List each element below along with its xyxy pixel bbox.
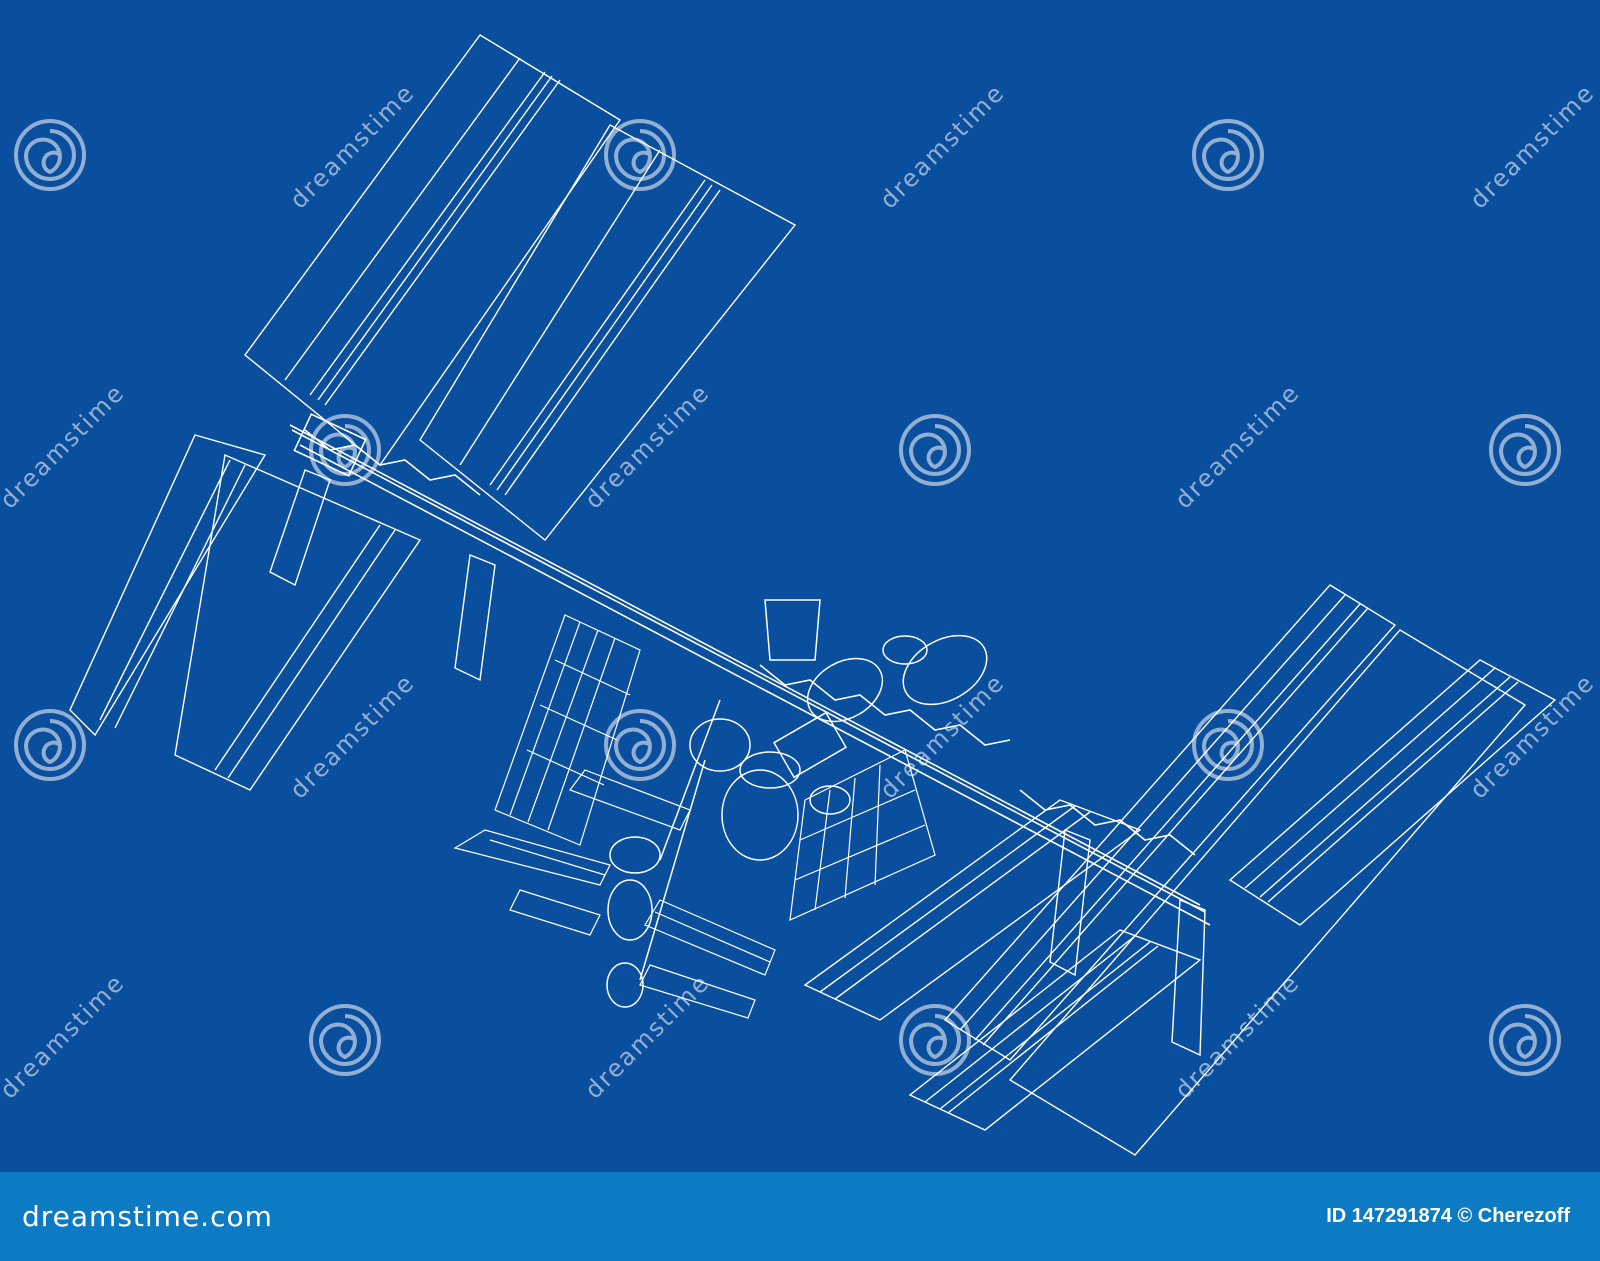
watermark-text: dreamstime <box>0 968 130 1104</box>
watermark-text: dreamstime <box>284 668 420 804</box>
watermark-text: dreamstime <box>1169 378 1305 514</box>
footer-brand[interactable]: dreamstime.com <box>22 1200 273 1233</box>
watermark-text: dreamstime <box>874 78 1010 214</box>
watermark-text: dreamstime <box>284 78 420 214</box>
spiral-logo-icon <box>604 709 676 781</box>
central-modules <box>606 599 988 1008</box>
spiral-logo-icon <box>604 119 676 191</box>
grid-array-panels <box>453 614 936 1019</box>
iss-blueprint-drawing: dreamstime dreamstime dreamstime dreamst… <box>0 34 1600 1156</box>
watermark-text: dreamstime <box>1464 78 1600 214</box>
spiral-logo-icon <box>309 1004 381 1076</box>
footer-credit: ID 147291874 © Cherezoff <box>1326 1205 1570 1227</box>
spiral-logo-icon <box>1192 119 1264 191</box>
watermark-text: dreamstime <box>1169 968 1305 1104</box>
watermark-text: dreamstime <box>1464 668 1600 804</box>
main-truss <box>289 413 1211 926</box>
watermark-text: dreamstime <box>579 378 715 514</box>
watermark-text: dreamstime <box>0 378 130 514</box>
spiral-logo-icon <box>1192 709 1264 781</box>
watermark-layer: dreamstime dreamstime dreamstime dreamst… <box>0 78 1600 1104</box>
spiral-logo-icon <box>1489 1004 1561 1076</box>
spiral-logo-icon <box>309 414 381 486</box>
watermark-text: dreamstime <box>579 968 715 1104</box>
solar-array-lower-right <box>803 584 1557 1156</box>
footer-bar: dreamstime.com ID 147291874 © Cherezoff <box>0 1172 1600 1261</box>
spiral-logo-icon <box>14 709 86 781</box>
spiral-logo-icon <box>1489 414 1561 486</box>
spiral-logo-icon <box>14 119 86 191</box>
radiator-panels <box>269 469 1206 1057</box>
solar-array-upper-left <box>69 34 797 791</box>
spiral-logo-icon <box>899 414 971 486</box>
spiral-logo-icon <box>899 1004 971 1076</box>
